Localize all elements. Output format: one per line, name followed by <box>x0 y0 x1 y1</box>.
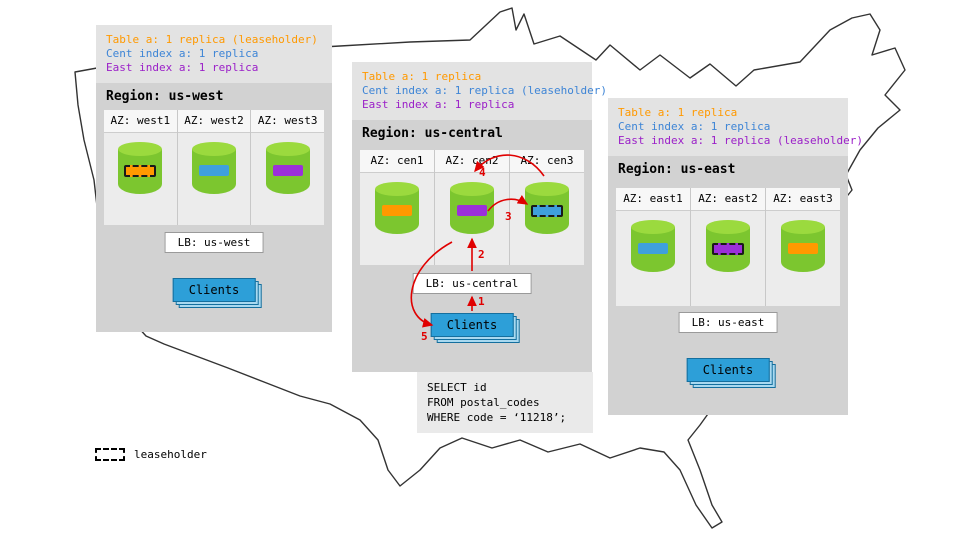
database-cylinder-icon <box>631 220 675 272</box>
az-east2: AZ: east2 <box>691 188 766 306</box>
database-cylinder-icon <box>525 182 569 234</box>
note-table-replica: Table a: 1 replica <box>618 106 738 119</box>
region-title: Region: us-east <box>618 162 736 177</box>
az-container: AZ: cen1 AZ: cen2 AZ: cen3 <box>360 150 584 265</box>
cylinder-top <box>450 182 494 196</box>
replica-chip <box>272 165 303 176</box>
replica-chip-leaseholder <box>124 165 157 177</box>
clients-box-us-west: Clients <box>172 278 256 302</box>
clients-box-us-east: Clients <box>686 358 770 382</box>
az-container: AZ: west1 AZ: west2 AZ: west3 <box>104 110 325 225</box>
database-cylinder-icon <box>118 142 163 194</box>
region-panel-us-central: Table a: 1 replica Cent index a: 1 repli… <box>352 62 608 372</box>
cylinder-top <box>375 182 419 196</box>
database-cylinder-icon <box>781 220 825 272</box>
az-label: AZ: west1 <box>104 110 177 133</box>
sql-line: WHERE code = ‘11218’; <box>427 411 567 424</box>
sql-line: FROM postal_codes <box>427 396 540 409</box>
legend: leaseholder <box>95 448 207 461</box>
az-cen2: AZ: cen2 <box>435 150 510 265</box>
az-cen1: AZ: cen1 <box>360 150 435 265</box>
az-label: AZ: cen1 <box>360 150 434 173</box>
database-cylinder-icon <box>375 182 419 234</box>
arrow-label-3: 3 <box>505 210 512 223</box>
arrow-label-2: 2 <box>478 248 485 261</box>
region-panel-us-west: Table a: 1 replica (leaseholder) Cent in… <box>96 25 332 332</box>
replica-notes: Table a: 1 replica (leaseholder) Cent in… <box>96 25 332 83</box>
az-label: AZ: cen2 <box>435 150 509 173</box>
legend-label: leaseholder <box>134 448 207 461</box>
arrow-label-1: 1 <box>478 295 485 308</box>
cylinder-top <box>631 220 675 234</box>
database-cylinder-icon <box>450 182 494 234</box>
az-west3: AZ: west3 <box>251 110 325 225</box>
replica-chip-leaseholder <box>712 243 744 255</box>
az-label: AZ: east1 <box>616 188 690 211</box>
az-label: AZ: east3 <box>766 188 840 211</box>
load-balancer-us-west: LB: us-west <box>164 232 264 253</box>
az-label: AZ: west3 <box>251 110 325 133</box>
cylinder-top <box>706 220 750 234</box>
note-east-index-replica: East index a: 1 replica <box>106 61 259 74</box>
az-label: AZ: west2 <box>177 110 251 133</box>
cylinder-top <box>265 142 310 156</box>
az-label: AZ: cen3 <box>510 150 584 173</box>
note-east-index-replica: East index a: 1 replica (leaseholder) <box>618 134 864 147</box>
note-cent-index-replica: Cent index a: 1 replica (leaseholder) <box>362 84 608 97</box>
load-balancer-us-central: LB: us-central <box>412 273 532 294</box>
arrow-label-4: 4 <box>479 166 486 179</box>
sql-line: SELECT id <box>427 381 487 394</box>
database-cylinder-icon <box>265 142 310 194</box>
note-table-replica: Table a: 1 replica <box>362 70 482 83</box>
note-east-index-replica: East index a: 1 replica <box>362 98 515 111</box>
note-table-replica: Table a: 1 replica (leaseholder) <box>106 33 318 46</box>
replica-notes: Table a: 1 replica Cent index a: 1 repli… <box>352 62 608 120</box>
cylinder-top <box>192 142 236 156</box>
az-cen3: AZ: cen3 <box>510 150 584 265</box>
region-title: Region: us-west <box>106 89 224 104</box>
region-panel-us-east: Table a: 1 replica Cent index a: 1 repli… <box>608 98 864 415</box>
leaseholder-chip-icon <box>95 448 125 461</box>
cylinder-top <box>118 142 163 156</box>
az-label: AZ: east2 <box>691 188 765 211</box>
arrow-label-5: 5 <box>421 330 428 343</box>
sql-query-box: SELECT id FROM postal_codes WHERE code =… <box>417 372 593 433</box>
replica-chip <box>638 243 668 254</box>
az-west1: AZ: west1 <box>104 110 178 225</box>
load-balancer-us-east: LB: us-east <box>678 312 778 333</box>
replica-chip <box>382 205 412 216</box>
replica-chip <box>788 243 818 254</box>
az-east3: AZ: east3 <box>766 188 840 306</box>
replica-notes: Table a: 1 replica Cent index a: 1 repli… <box>608 98 864 156</box>
database-cylinder-icon <box>706 220 750 272</box>
az-container: AZ: east1 AZ: east2 AZ: east3 <box>616 188 840 306</box>
database-cylinder-icon <box>192 142 236 194</box>
cylinder-top <box>525 182 569 196</box>
clients-box-us-central: Clients <box>430 313 514 337</box>
replica-chip <box>199 165 229 176</box>
region-title: Region: us-central <box>362 126 503 141</box>
note-cent-index-replica: Cent index a: 1 replica <box>618 120 771 133</box>
replica-chip <box>457 205 487 216</box>
cylinder-top <box>781 220 825 234</box>
replica-chip-leaseholder <box>531 205 563 217</box>
az-west2: AZ: west2 <box>177 110 252 225</box>
az-east1: AZ: east1 <box>616 188 691 306</box>
note-cent-index-replica: Cent index a: 1 replica <box>106 47 259 60</box>
